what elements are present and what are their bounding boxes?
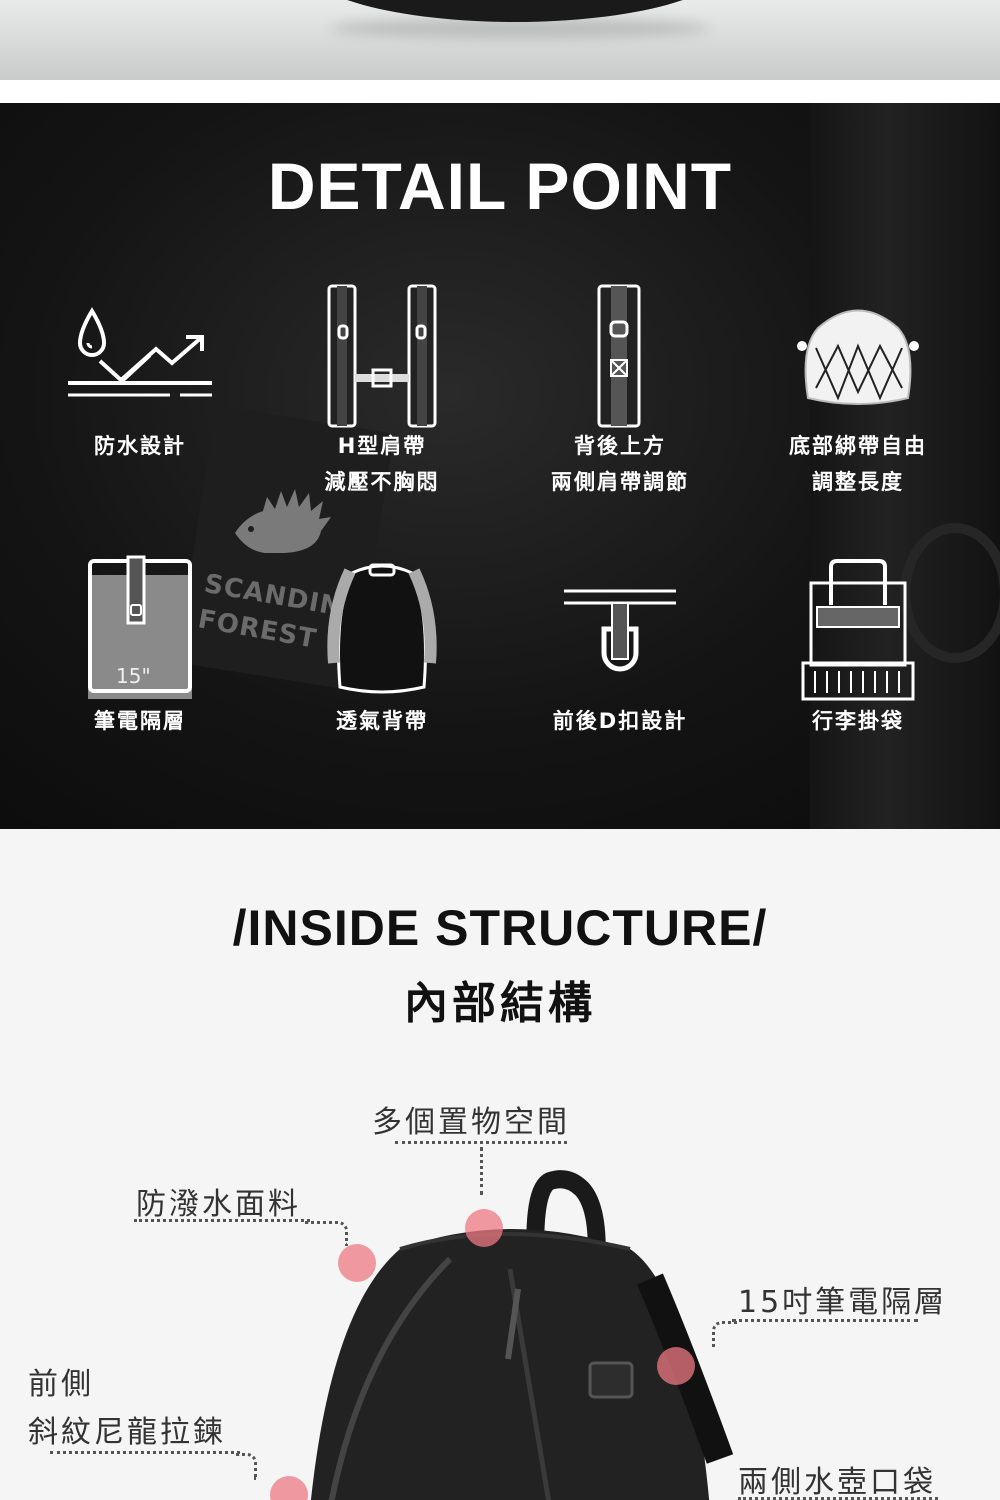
feature-h-strap: H型肩帶 減壓不胸悶 bbox=[262, 278, 502, 500]
feature-label: 背後上方 兩側肩帶調節 bbox=[551, 434, 689, 494]
h-strap-icon bbox=[327, 284, 437, 428]
backpack-bottom-image bbox=[300, 0, 730, 22]
feature-d-ring: 前後D扣設計 bbox=[500, 553, 740, 739]
feature-laptop-sleeve: 15" 筆電隔層 bbox=[20, 553, 260, 739]
callout-bottle: 兩側水壺口袋 bbox=[738, 1465, 936, 1500]
laptop-size-text: 15" bbox=[116, 664, 151, 688]
feature-strap-adjust: 背後上方 兩側肩帶調節 bbox=[500, 278, 740, 500]
feature-label: H型肩帶 減壓不胸悶 bbox=[324, 434, 440, 494]
feature-label: 防水設計 bbox=[94, 434, 186, 458]
callout-front-zip-line1: 前側 bbox=[28, 1367, 94, 1402]
backpack-image bbox=[310, 1170, 734, 1500]
detail-point-title: DETAIL POINT bbox=[267, 149, 733, 223]
feature-bottom-cord: 底部綁帶自由 調整長度 bbox=[738, 278, 978, 500]
hotspot-storage[interactable] bbox=[465, 1209, 503, 1247]
callout-fabric: 防潑水面料 bbox=[136, 1187, 301, 1222]
callout-front-zip-line bbox=[50, 1451, 240, 1454]
inside-structure-subtitle: 內部結構 bbox=[404, 978, 596, 1029]
luggage-sleeve-icon bbox=[801, 559, 915, 701]
feature-luggage-sleeve: 行李掛袋 bbox=[738, 553, 978, 739]
feature-label: 底部綁帶自由 調整長度 bbox=[789, 434, 927, 494]
inside-structure-section: /INSIDE STRUCTURE/ 內部結構 多個置物空間 防潑水面料 15吋… bbox=[0, 829, 1000, 1500]
callout-storage-connector bbox=[480, 1147, 483, 1195]
strap-adjust-icon bbox=[597, 284, 641, 428]
callout-front-zip-line2: 斜紋尼龍拉鍊 bbox=[28, 1415, 226, 1450]
feature-label: 筆電隔層 bbox=[94, 709, 186, 733]
hotspot-laptop[interactable] bbox=[657, 1347, 695, 1385]
waterproof-icon bbox=[68, 307, 212, 397]
feature-label: 前後D扣設計 bbox=[552, 709, 688, 733]
feature-waterproof: 防水設計 bbox=[20, 278, 260, 464]
d-ring-icon bbox=[564, 589, 676, 672]
callout-fabric-line bbox=[134, 1219, 310, 1222]
top-product-photo bbox=[0, 0, 1000, 80]
bottom-cord-icon bbox=[797, 309, 919, 405]
callout-laptop-line bbox=[732, 1319, 918, 1322]
callout-storage-line bbox=[395, 1141, 567, 1144]
feature-breathable-strap: 透氣背帶 bbox=[262, 553, 502, 739]
callout-bottle-line bbox=[738, 1497, 938, 1500]
bag-shadow bbox=[330, 18, 710, 38]
hotspot-fabric[interactable] bbox=[338, 1244, 376, 1282]
callout-fabric-connector bbox=[305, 1221, 348, 1246]
inside-structure-title: /INSIDE STRUCTURE/ bbox=[232, 900, 768, 956]
feature-label: 透氣背帶 bbox=[336, 709, 428, 733]
detail-point-section: SCANDINAV FOREST DETAIL POINT 防水設計 bbox=[0, 103, 1000, 829]
hotspot-front-zip[interactable] bbox=[270, 1476, 308, 1500]
callout-storage: 多個置物空間 bbox=[372, 1105, 570, 1140]
breathable-strap-icon bbox=[327, 563, 437, 694]
laptop-sleeve-icon: 15" bbox=[88, 555, 192, 699]
background-strap bbox=[810, 103, 1000, 829]
feature-label: 行李掛袋 bbox=[812, 709, 904, 733]
callout-laptop-connector bbox=[712, 1321, 737, 1348]
callout-front-zip-connector bbox=[236, 1453, 257, 1480]
hedgehog-logo-icon bbox=[235, 489, 331, 553]
callout-laptop: 15吋筆電隔層 bbox=[738, 1285, 948, 1320]
